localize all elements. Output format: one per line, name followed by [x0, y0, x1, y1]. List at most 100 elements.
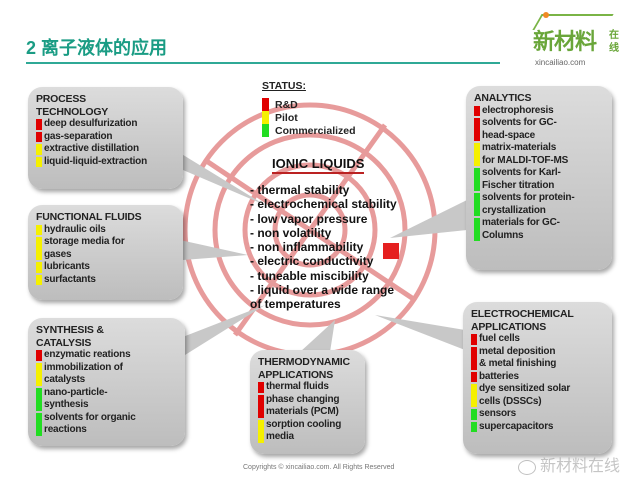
property-item: - non inflammability [250, 240, 364, 255]
status-marker-icon [36, 237, 42, 260]
application-label: gas-separation [44, 130, 113, 142]
application-label: phase changing materials (PCM) [266, 393, 340, 418]
status-marker-icon [36, 412, 42, 436]
commercialized-swatch-icon [262, 124, 269, 137]
page-title: 2 离子液体的应用 [26, 38, 168, 58]
status-marker-icon [36, 156, 42, 167]
status-marker-icon [258, 382, 264, 393]
watermark: 新材料在线 [540, 458, 621, 475]
application-item: deep desulfurization [36, 118, 177, 131]
application-label: solvents for Karl- Fischer titration [482, 167, 561, 191]
status-marker-icon [36, 224, 42, 235]
rd-swatch-icon [262, 98, 269, 111]
logo-side-text: 在线 [609, 30, 619, 54]
property-item: - low vapor pressure [250, 211, 368, 226]
application-item: batteries [471, 371, 606, 384]
application-item: solvents for organic reactions [36, 412, 179, 437]
status-label: Pilot [275, 111, 298, 124]
status-marker-icon [471, 409, 477, 420]
application-label: lubricants [44, 261, 90, 272]
application-item: solvents for Karl- Fischer titration [474, 167, 606, 192]
application-item: gas-separation [36, 131, 177, 144]
application-item: sensors [471, 408, 606, 421]
application-label: electrophoresis [482, 104, 554, 116]
application-label: deep desulfurization [44, 118, 138, 129]
application-item: solvents for GC- head-space [474, 117, 606, 142]
box-title: THERMODYNAMIC APPLICATIONS [258, 356, 350, 381]
application-label: nano-particle- synthesis [44, 386, 108, 411]
application-item: metal deposition & metal finishing [471, 346, 606, 371]
application-label: liquid-liquid-extraction [44, 155, 147, 167]
application-item: materials for GC- Columns [474, 217, 606, 242]
logo: 新材料 在线 xincailiao.com [532, 12, 628, 72]
status-marker-icon [36, 144, 42, 155]
application-item: storage media for gases [36, 236, 177, 261]
application-item: phase changing materials (PCM) [258, 394, 359, 419]
status-legend: STATUS: R&D Pilot Commercialized [262, 80, 356, 137]
application-item: nano-particle- synthesis [36, 387, 179, 412]
application-item: dye sensitized solar cells (DSSCs) [471, 383, 606, 408]
copyright: Copyrights © xincailiao.com. All Rights … [243, 464, 395, 471]
status-marker-icon [471, 384, 477, 407]
application-label: solvents for organic reactions [44, 411, 136, 436]
property-item: - electrochemical stability [250, 197, 397, 212]
property-item: - tuneable miscibility [250, 268, 369, 283]
application-label: thermal fluids [266, 381, 329, 392]
status-label: Commercialized [275, 124, 356, 137]
application-item: immobilization of catalysts [36, 362, 179, 387]
application-item: thermal fluids [258, 381, 359, 394]
property-list: - thermal stability- electrochemical sta… [250, 183, 397, 312]
status-marker-icon [36, 119, 42, 130]
box-title: PROCESS TECHNOLOGY [36, 93, 109, 118]
application-label: solvents for protein- crystallization [482, 192, 575, 216]
wechat-icon [518, 460, 536, 475]
title-divider [26, 62, 500, 64]
application-label: metal deposition & metal finishing [479, 345, 557, 370]
application-label: sensors [479, 408, 516, 419]
application-label: matrix-materials for MALDI-TOF-MS [482, 142, 569, 166]
box-title: SYNTHESIS & CATALYSIS [36, 324, 104, 349]
application-label: solvents for GC- head-space [482, 117, 557, 141]
application-item: hydraulic oils [36, 224, 177, 237]
status-marker-icon [36, 387, 42, 411]
application-item: enzymatic reations [36, 349, 179, 362]
property-item: - non volatility [250, 225, 332, 240]
status-marker-icon [36, 274, 42, 285]
application-item: surfactants [36, 274, 177, 287]
status-marker-icon [471, 371, 477, 382]
application-item: electrophoresis [474, 105, 606, 118]
logo-text: 新材料 [533, 29, 597, 54]
status-marker-icon [36, 131, 42, 142]
status-marker-icon [36, 350, 42, 361]
target-graphic [182, 102, 438, 358]
application-item: extractive distillation [36, 143, 177, 156]
box-title: ANALYTICS [474, 92, 532, 104]
status-marker-icon [36, 262, 42, 273]
application-label: surfactants [44, 273, 96, 285]
application-item: solvents for protein- crystallization [474, 192, 606, 217]
application-label: storage media for gases [44, 236, 125, 260]
status-marker-icon [474, 105, 480, 116]
application-label: supercapacitors [479, 420, 554, 432]
application-item: lubricants [36, 261, 177, 274]
status-marker-icon [474, 143, 480, 166]
application-label: sorption cooling media [266, 418, 342, 443]
status-marker-icon [471, 421, 477, 432]
application-label: materials for GC- Columns [482, 217, 560, 241]
box-title: ELECTROCHEMICAL APPLICATIONS [471, 308, 574, 333]
logo-url: xincailiao.com [535, 58, 586, 67]
property-item: - thermal stability [250, 183, 350, 197]
application-label: hydraulic oils [44, 223, 106, 235]
application-item: supercapacitors [471, 421, 606, 434]
application-label: extractive distillation [44, 143, 139, 154]
logo-sun-icon [543, 12, 549, 18]
property-item: - liquid over a wide range of temperatur… [250, 283, 395, 312]
application-label: dye sensitized solar cells (DSSCs) [479, 383, 571, 407]
application-item: sorption cooling media [258, 419, 359, 444]
